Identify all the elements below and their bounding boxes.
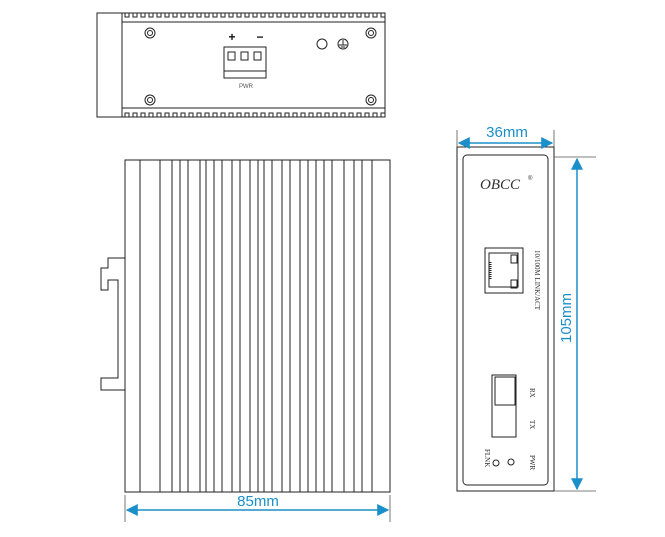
power-terminal-block (223, 46, 267, 79)
top-view (96, 12, 386, 118)
flnk-label: FLNK (483, 449, 491, 467)
height-label: 105mm (558, 293, 575, 343)
rj45-label: 10/100M LINK/ACT (533, 250, 541, 311)
screw-icon (365, 94, 377, 106)
serrated-edge (124, 13, 386, 117)
ground-icon (337, 38, 349, 50)
screw-icon (144, 94, 156, 106)
front-view (456, 146, 555, 492)
ground-hole-icon (316, 38, 328, 50)
front-outer (456, 146, 555, 492)
top-panel (121, 12, 386, 118)
pwr-label: PWR (528, 455, 536, 471)
rj45-port (484, 247, 524, 294)
din-rail-clip (100, 257, 125, 391)
length-label: 85mm (237, 493, 279, 510)
minus-label: − (256, 30, 263, 44)
rx-label: RX (528, 388, 536, 398)
tx-label: TX (528, 420, 536, 429)
screw-icon (144, 27, 156, 39)
din-rail-block (96, 12, 123, 118)
sfp-port (491, 374, 517, 438)
pwr-led (507, 458, 515, 466)
plus-label: + (228, 30, 235, 44)
terminal-label: PWR (239, 84, 254, 90)
side-view (100, 159, 391, 493)
front-panel (462, 154, 549, 486)
flnk-led (492, 459, 500, 467)
brand-logo: OBCC (480, 177, 521, 193)
height-dimension: 105mm (554, 156, 596, 492)
registered-mark: ® (528, 175, 533, 182)
width-label: 36mm (486, 124, 528, 141)
screw-icon (365, 27, 377, 39)
heatsink-fins (139, 160, 373, 492)
length-dimension: 85mm (124, 493, 391, 522)
width-dimension: 36mm (456, 124, 555, 149)
